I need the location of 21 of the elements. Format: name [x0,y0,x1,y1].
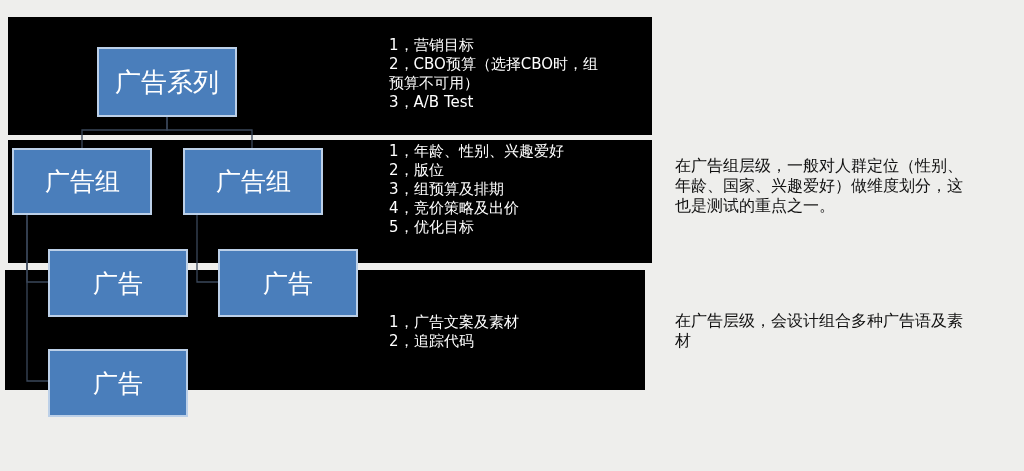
connector-line [196,214,219,283]
hierarchy-box: 广告组 [12,148,152,215]
hierarchy-box: 广告组 [183,148,323,215]
connector-line [26,214,49,382]
hierarchy-box: 广告系列 [97,47,237,117]
list-item: 1，年龄、性别、兴趣爱好 [389,142,565,161]
list-item: 5，优化目标 [389,218,475,237]
note-text: 在广告组层级，一般对人群定位（性别、年龄、国家、兴趣爱好）做维度划分，这也是测试的重点之一。 [675,156,963,216]
list-item: 2，CBO预算（选择CBO时，组预算不可用） [389,55,600,93]
list-item: 2，追踪代码 [389,332,475,351]
list-item: 1，广告文案及素材 [389,313,520,332]
list-item: 3，A/B Test [389,93,475,112]
list-item: 2，版位 [389,161,445,180]
list-item: 1，营销目标 [389,36,475,55]
connector-line [166,116,253,149]
hierarchy-box: 广告 [48,349,188,417]
list-item: 3，组预算及排期 [389,180,505,199]
hierarchy-box: 广告 [218,249,358,317]
hierarchy-box: 广告 [48,249,188,317]
list-item: 4，竞价策略及出价 [389,199,520,218]
note-text: 在广告层级，会设计组合多种广告语及素材 [675,311,963,351]
